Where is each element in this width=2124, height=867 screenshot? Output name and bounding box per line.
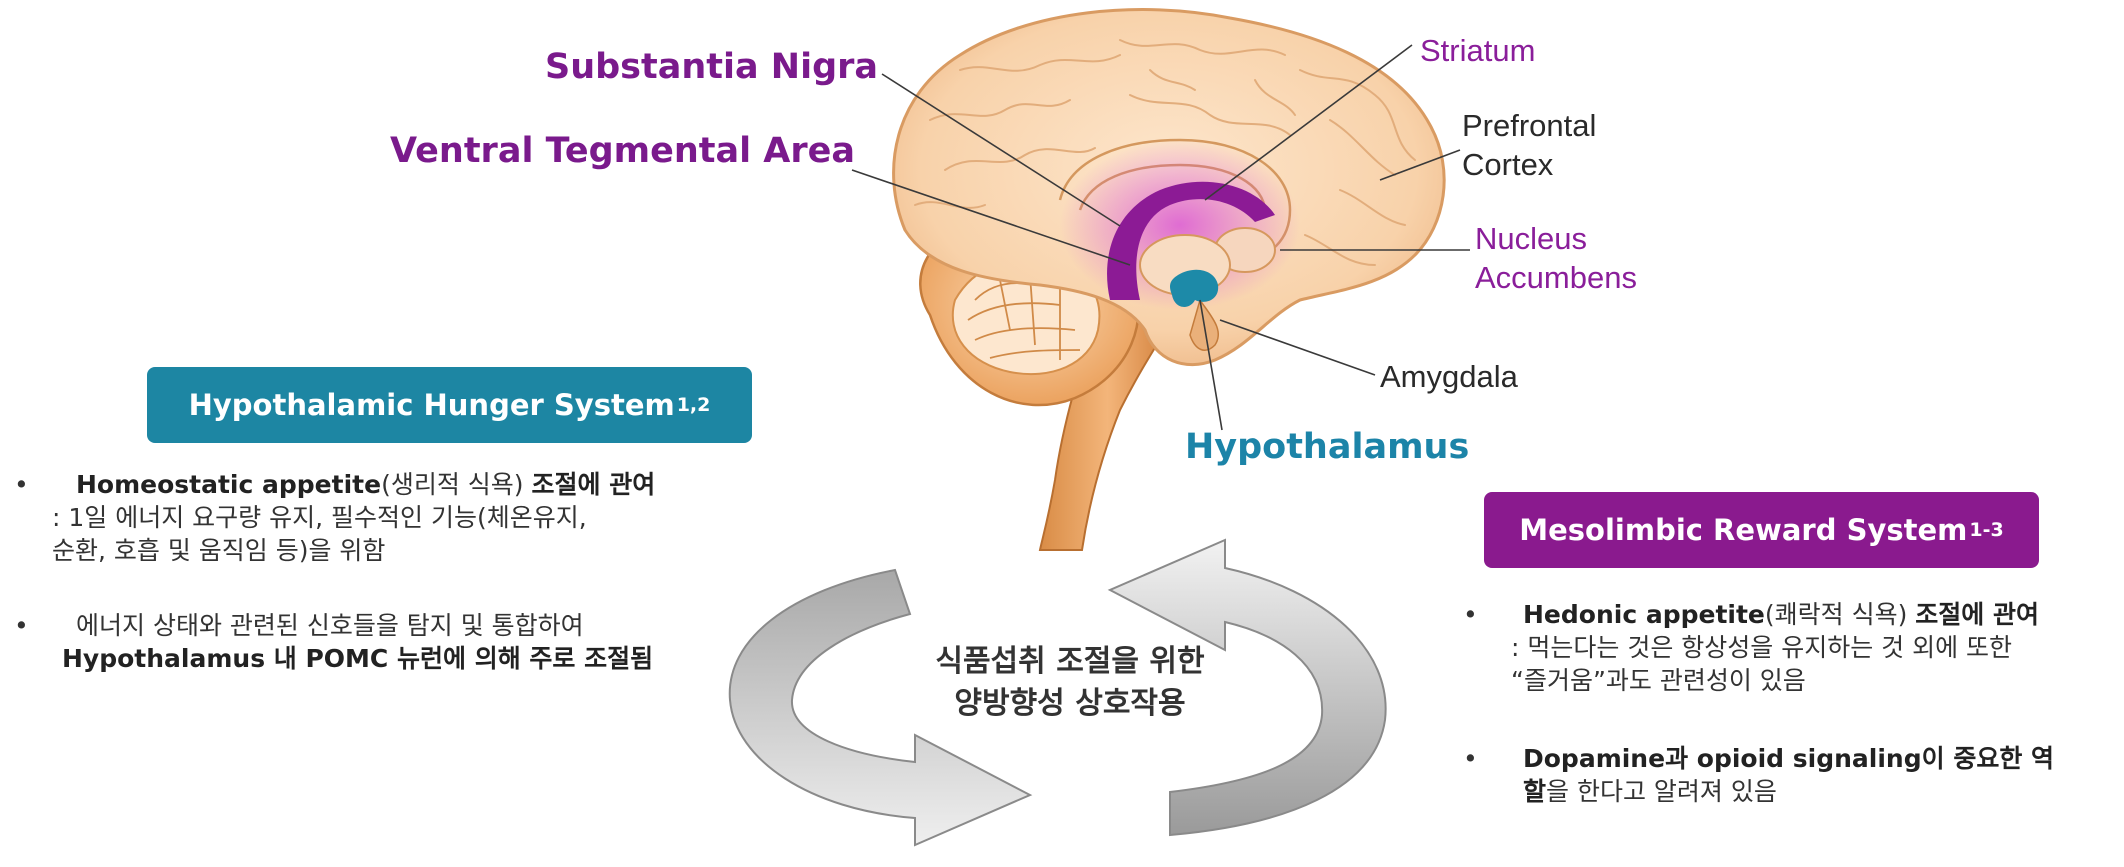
label-prefrontal-line1: Prefrontal <box>1462 106 1596 145</box>
label-striatum: Striatum <box>1420 31 1535 70</box>
mesolimbic-title-sup: 1-3 <box>1969 519 2003 541</box>
opioid-label: opioid signaling <box>1697 744 1922 773</box>
hedonic-role: 조절에 관여 <box>1915 600 2039 629</box>
hypothalamic-title: Hypothalamic Hunger System <box>189 388 675 422</box>
left-bullet-1-line3: 순환, 호흡 및 움직임 등)을 위함 <box>14 534 754 567</box>
role-suffix: 할 <box>1523 777 1546 806</box>
dopamine-conj: 과 <box>1665 744 1697 773</box>
bullet-dot: • <box>14 468 29 501</box>
left-bullet-1-line2: : 1일 에너지 요구량 유지, 필수적인 기능(체온유지, <box>14 501 754 534</box>
right-bullet-1: • Hedonic appetite(쾌락적 식욕) 조절에 관여 : 먹는다는… <box>1463 598 2123 697</box>
dopamine-role: 이 중요한 역 <box>1922 744 2054 773</box>
left-bullet-1: • Homeostatic appetite(생리적 식욕) 조절에 관여 : … <box>14 468 754 567</box>
mesolimbic-title: Mesolimbic Reward System <box>1519 513 1967 547</box>
right-bullet-2: • Dopamine과 opioid signaling이 중요한 역 할을 한… <box>1463 742 2123 808</box>
left-bullet-2-line1: 에너지 상태와 관련된 신호들을 탐지 및 통합하여 <box>14 609 754 642</box>
label-ventral-tegmental-area: Ventral Tegmental Area <box>390 131 855 171</box>
dopamine-label: Dopamine <box>1523 744 1665 773</box>
center-caption: 식품섭취 조절을 위한 양방향성 상호작용 <box>905 641 1235 725</box>
bullet-dot: • <box>1463 598 1478 631</box>
label-amygdala: Amygdala <box>1380 357 1518 396</box>
leader-amygdala <box>1220 320 1375 375</box>
homeostatic-paren: (생리적 식욕) <box>381 470 531 499</box>
right-bullet-1-line2: : 먹는다는 것은 항상성을 유지하는 것 외에 또한 <box>1463 631 2123 664</box>
left-bullet-2: • 에너지 상태와 관련된 신호들을 탐지 및 통합하여 Hypothalamu… <box>14 609 754 675</box>
hypothalamic-title-sup: 1,2 <box>677 394 711 416</box>
center-caption-line2: 양방향성 상호작용 <box>905 683 1235 725</box>
right-bullet-1-line3: “즐거움”과도 관련성이 있음 <box>1463 664 2123 697</box>
hedonic-label: Hedonic appetite <box>1523 600 1765 629</box>
hedonic-paren: (쾌락적 식욕) <box>1765 600 1915 629</box>
homeostatic-role: 조절에 관여 <box>531 470 655 499</box>
right-bullet-2-line2: 을 한다고 알려져 있음 <box>1546 777 1777 806</box>
label-substantia-nigra: Substantia Nigra <box>545 47 878 87</box>
label-nucleus-line2: Accumbens <box>1475 258 1637 297</box>
homeostatic-label: Homeostatic appetite <box>76 470 381 499</box>
bullet-dot: • <box>14 609 29 642</box>
bullet-dot: • <box>1463 742 1478 775</box>
label-prefrontal-line2: Cortex <box>1462 145 1553 184</box>
left-bullet-2-line2: Hypothalamus 내 POMC 뉴런에 의해 주로 조절됨 <box>14 642 754 675</box>
label-hypothalamus: Hypothalamus <box>1185 427 1469 467</box>
label-nucleus-line1: Nucleus <box>1475 219 1587 258</box>
center-caption-line1: 식품섭취 조절을 위한 <box>905 641 1235 683</box>
